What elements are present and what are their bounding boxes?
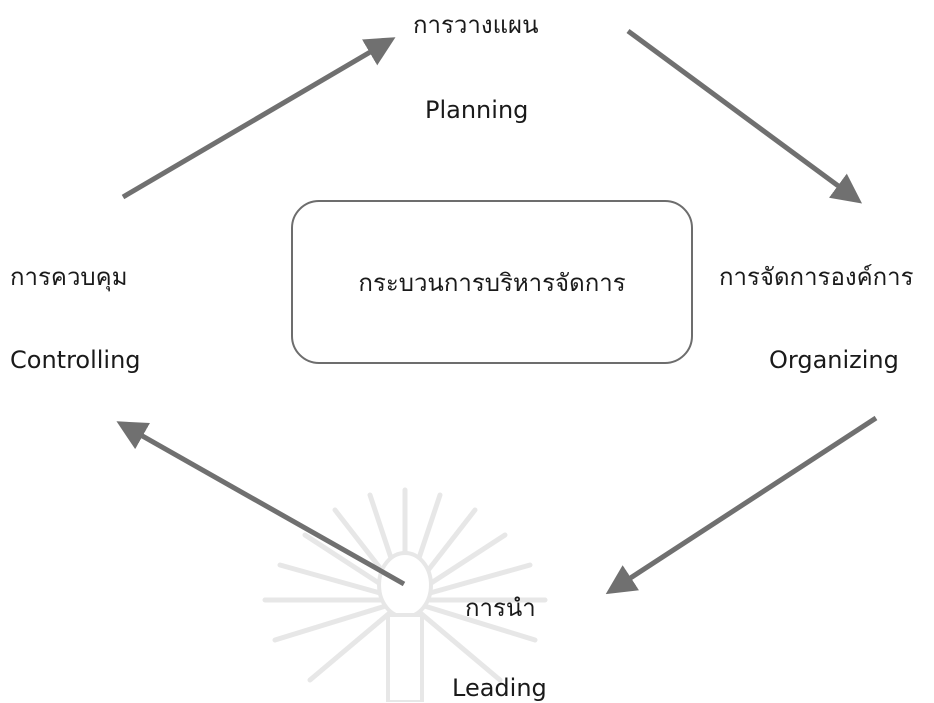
controlling-thai-label: การควบคุม — [10, 263, 128, 291]
leading-english-label: Leading — [452, 674, 547, 702]
planning-thai-label: การวางแผน — [413, 11, 539, 39]
center-process-box: กระบวนการบริหารจัดการ — [291, 200, 693, 364]
arrow-planning-to-organizing — [626, 28, 863, 204]
arrow-leading-to-controlling — [116, 421, 406, 587]
arrow-controlling-to-planning — [121, 37, 396, 200]
emblem-watermark-icon — [262, 487, 548, 702]
planning-english-label: Planning — [425, 96, 529, 124]
controlling-english-label: Controlling — [10, 346, 141, 374]
arrow-organizing-to-leading — [605, 415, 878, 595]
organizing-thai-label: การจัดการองค์การ — [719, 263, 914, 291]
leading-thai-label: การนำ — [465, 594, 536, 622]
organizing-english-label: Organizing — [769, 346, 899, 374]
center-process-label: กระบวนการบริหารจัดการ — [358, 268, 626, 297]
